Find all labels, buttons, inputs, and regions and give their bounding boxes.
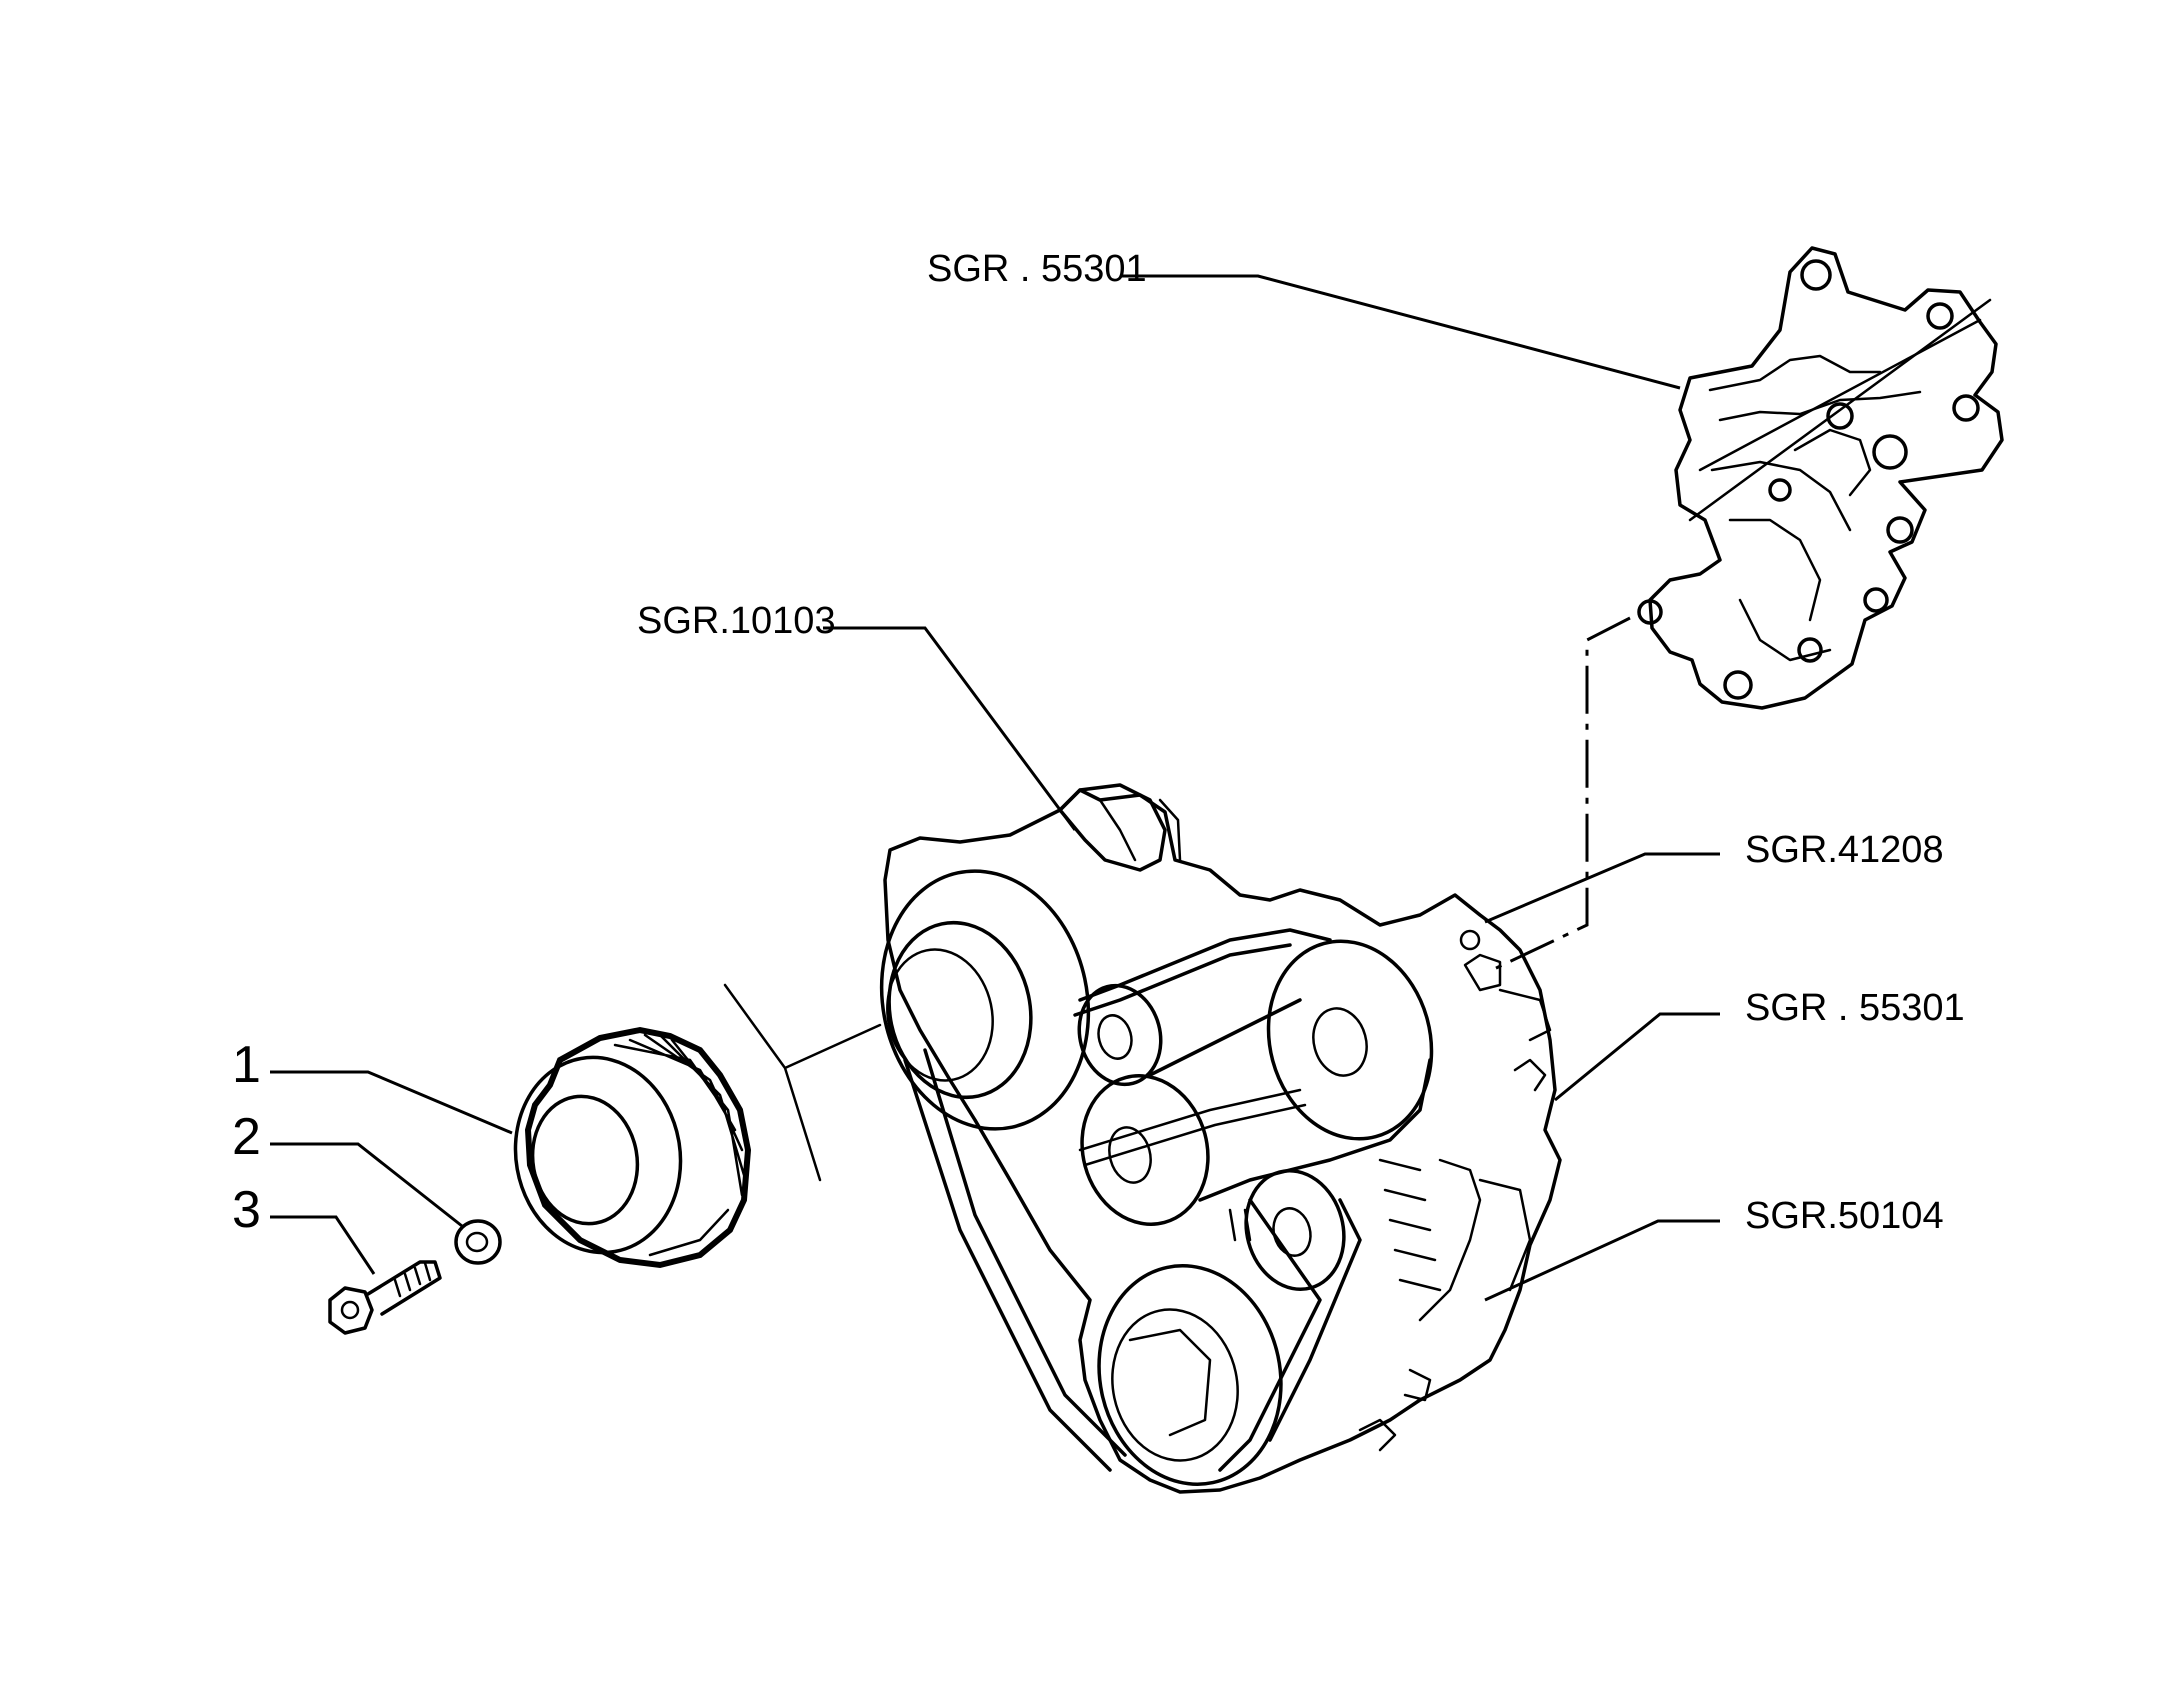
pulley-drawing[interactable]	[500, 1026, 752, 1269]
part-number-1[interactable]: 1	[232, 1036, 261, 1094]
leader-part-1	[270, 1070, 513, 1135]
callout-label-bracket-upper[interactable]: SGR . 55301	[927, 248, 1147, 290]
callout-label-belt[interactable]: SGR.41208	[1745, 829, 1944, 871]
leader-belt	[1484, 852, 1720, 924]
exploded-view-separator	[723, 983, 882, 1182]
callout-label-alternator[interactable]: SGR.50104	[1745, 1195, 1944, 1237]
washer-drawing[interactable]	[454, 1219, 502, 1265]
callout-label-bracket-lower[interactable]: SGR . 55301	[1745, 987, 1965, 1029]
leader-part-2	[270, 1142, 463, 1228]
leader-bracket-upper	[1120, 274, 1681, 390]
bolt-drawing[interactable]	[328, 1260, 442, 1335]
leader-part-3	[270, 1215, 376, 1275]
callout-label-engine-block[interactable]: SGR.10103	[637, 600, 836, 642]
part-number-3[interactable]: 3	[232, 1181, 261, 1239]
leader-bracket-lower	[1554, 1012, 1720, 1102]
mounting-bracket-drawing[interactable]	[1637, 246, 2004, 710]
leader-engine-block	[823, 626, 1077, 831]
alignment-dash-line	[1491, 616, 1631, 972]
part-number-2[interactable]: 2	[232, 1108, 261, 1166]
leader-alternator	[1484, 1219, 1720, 1302]
engine-assembly-drawing[interactable]	[858, 783, 1562, 1501]
